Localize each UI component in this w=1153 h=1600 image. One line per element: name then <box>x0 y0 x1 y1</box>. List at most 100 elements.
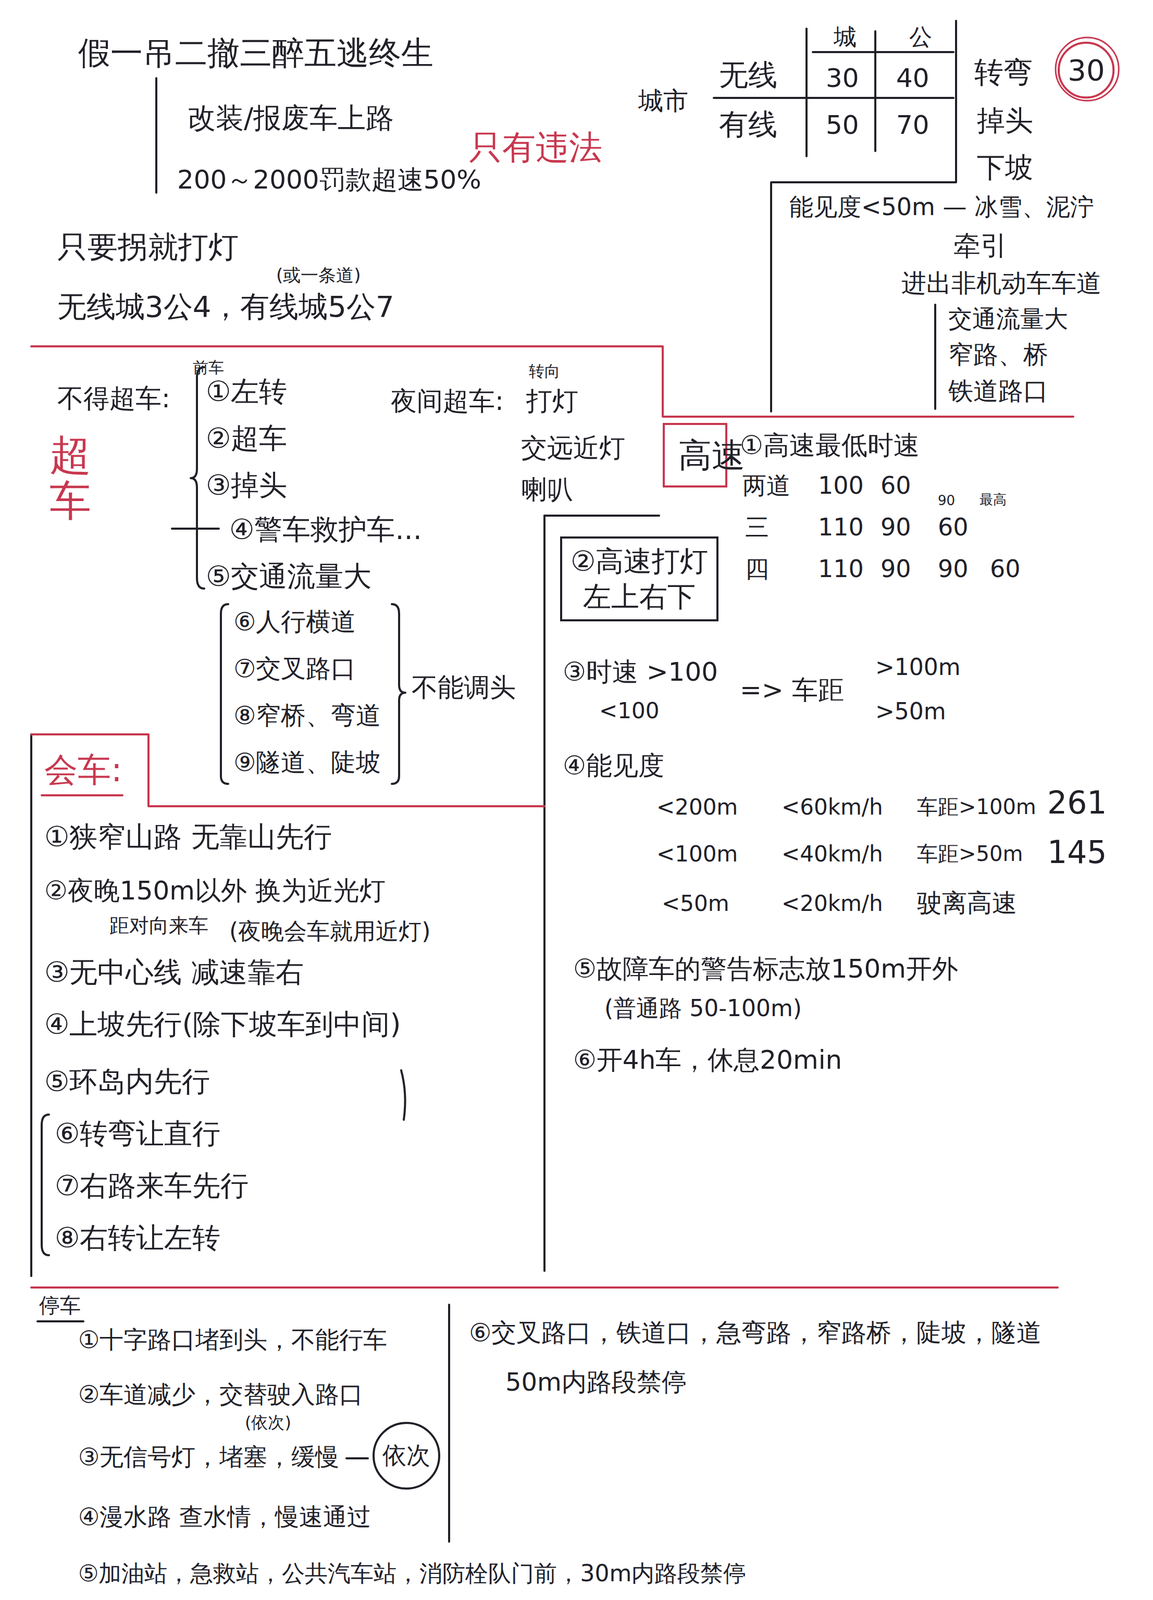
list-item: ⑥开4h车，休息20min <box>573 1044 842 1076</box>
list-item: ⑥人行横道 <box>233 606 356 638</box>
section-line <box>31 346 1074 417</box>
table-row-head: 无线 <box>718 57 778 93</box>
table-line <box>713 96 954 99</box>
node-text: 左上右下 <box>570 579 709 615</box>
section-line <box>30 734 33 1277</box>
table-line <box>812 51 954 54</box>
note-text: <100 <box>599 698 660 725</box>
small-note: 转向 <box>528 362 561 381</box>
note-text: 能见度<50m — 冰雪、泥泞 <box>789 192 1095 222</box>
note-text: 牵引 <box>953 229 1008 262</box>
small-note: (依次) <box>244 1412 292 1433</box>
list-item: ⑦交叉路口 <box>233 653 356 685</box>
section-title: 停车 <box>39 1293 81 1319</box>
table-cell: 90 <box>937 554 969 584</box>
table-cell: 50 <box>825 109 860 141</box>
dash <box>171 527 219 530</box>
table-cell: 70 <box>896 109 930 141</box>
section-line <box>448 1305 451 1543</box>
list-item: ①十字路口堵到头，不能行车 <box>78 1325 388 1355</box>
table-line <box>874 31 877 152</box>
curly-bracket <box>391 604 406 785</box>
small-note: 前车 <box>192 358 225 378</box>
list-item: ③无中心线 减速靠右 <box>44 956 304 990</box>
note-text: 打灯 <box>526 385 579 417</box>
note-text: 进出非机动车车道 <box>901 268 1102 299</box>
note-text: >50m <box>875 698 947 726</box>
note-text: 50m内路段禁停 <box>505 1367 687 1398</box>
node-text: 30 <box>1067 52 1105 89</box>
table-cell: 90 <box>880 513 912 542</box>
note-text: 转弯 <box>974 54 1033 90</box>
margin-number: 145 <box>1047 833 1108 872</box>
list-item: ④漫水路 查水情，慢速通过 <box>78 1503 371 1532</box>
table-cell: <20km/h <box>781 890 884 917</box>
small-note: 90 <box>937 492 956 510</box>
list-item: ⑧右转让左转 <box>54 1221 221 1256</box>
circle-ring <box>1055 37 1119 101</box>
section-box: 高速 <box>662 423 728 488</box>
list-item: ⑧窄桥、弯道 <box>233 700 381 731</box>
list-item: ⑨隧道、陡坡 <box>233 747 381 778</box>
small-note: 距对向来车 <box>109 914 209 939</box>
note-text: 掉头 <box>976 104 1034 139</box>
node-text: ②高速打灯 <box>570 543 709 580</box>
circle-ring <box>1058 42 1114 98</box>
section-line <box>544 514 660 517</box>
small-note: (或一条道) <box>276 264 362 287</box>
curly-bracket <box>220 604 229 785</box>
table-cell: 110 <box>817 554 864 584</box>
margin-stroke <box>155 78 158 193</box>
list-heading: 夜间超车: <box>390 385 504 417</box>
rule-mnemonic: 假一吊二撤三醉五逃终生 <box>78 33 434 73</box>
note-text: 交远近灯 <box>521 432 626 464</box>
table-cell: 车距>50m <box>916 841 1023 867</box>
table-line <box>805 28 808 157</box>
list-item: ⑦右路来车先行 <box>54 1169 249 1204</box>
margin-number: 261 <box>1047 784 1108 822</box>
note-text: => 车距 <box>739 674 845 706</box>
list-item: ②超车 <box>205 422 288 456</box>
list-item: ⑤故障车的警告标志放150m开外 <box>573 953 959 985</box>
section-line <box>31 1286 1058 1289</box>
table-cell: <50m <box>661 890 730 917</box>
note-text: 无线城3公4，有线城5公7 <box>57 289 395 325</box>
list-item: ③掉头 <box>205 468 288 503</box>
list-item: ②夜晚150m以外 换为近光灯 <box>44 875 386 907</box>
table-cell: 车距>100m <box>916 794 1037 820</box>
table-header: 城 <box>833 23 857 52</box>
list-item: ⑤加油站，急救站，公共汽车站，消防栓队门前，30m内路段禁停 <box>78 1560 747 1589</box>
table-cell: 60 <box>880 471 912 501</box>
circled-word: 依次 <box>372 1421 441 1491</box>
note-text: 铁道路口 <box>948 376 1049 407</box>
table-cell: 110 <box>817 513 864 542</box>
table-cell: <40km/h <box>781 841 884 868</box>
section-title: 会车: <box>44 750 123 791</box>
small-note: 最高 <box>979 491 1007 508</box>
circled-number: 30 <box>1057 41 1115 99</box>
table-cell: 驶离高速 <box>916 888 1018 919</box>
list-item: ②车道减少，交替驶入路口 <box>78 1380 364 1410</box>
list-item: ⑤交通流量大 <box>205 560 372 594</box>
section-title: 超车 <box>49 432 92 525</box>
node-text: 高速 <box>678 434 712 477</box>
underline <box>37 1320 84 1323</box>
section-line <box>543 515 546 1272</box>
table-row-head: 有线 <box>718 106 778 142</box>
note-text: 改装/报废车上路 <box>187 101 394 136</box>
table-cell: <100m <box>656 841 738 868</box>
red-note: 只有违法 <box>468 127 603 168</box>
table-header: 公 <box>909 23 933 52</box>
table-cell: 40 <box>896 62 930 94</box>
table-row-head: 四 <box>745 554 770 584</box>
table-cell: 60 <box>989 554 1021 584</box>
bracket-note: 不能调头 <box>411 672 516 704</box>
note-text: >100m <box>875 653 961 682</box>
list-heading: 不得超车: <box>57 382 171 415</box>
table-row-head: 三 <box>745 513 770 542</box>
crossed-word: 城市 <box>638 85 689 117</box>
list-item: ①高速最低时速 <box>739 429 920 462</box>
section-line <box>31 734 545 807</box>
list-item: ③时速 >100 <box>562 656 718 688</box>
